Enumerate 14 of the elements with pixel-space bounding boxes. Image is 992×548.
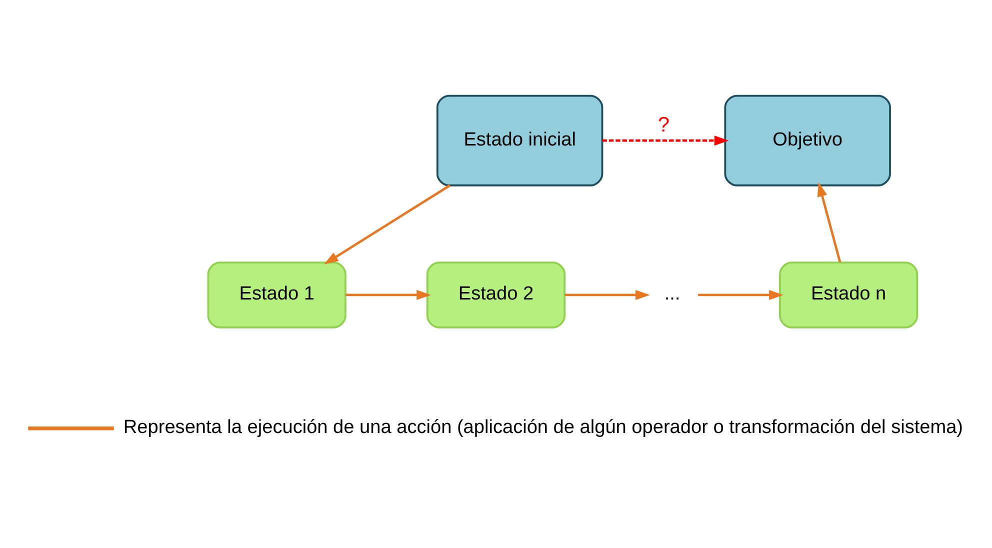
arrow [564,290,650,300]
node-text: ... [664,284,680,305]
arrow [346,290,431,300]
node-box: Estado n [779,262,918,328]
arrow [817,182,842,263]
edge-label: ? [658,114,670,137]
arrow [602,136,729,146]
arrow [324,184,450,264]
legend-label: Representa la ejecución de una acción (aplicación de algún operador o transformación del sistema) [123,417,964,438]
node-box: Estado inicial [436,94,604,186]
node-box: Objetivo [724,94,891,186]
node-box: Estado 2 [426,262,566,328]
arrow [698,290,784,300]
node-box: Estado 1 [207,262,346,328]
